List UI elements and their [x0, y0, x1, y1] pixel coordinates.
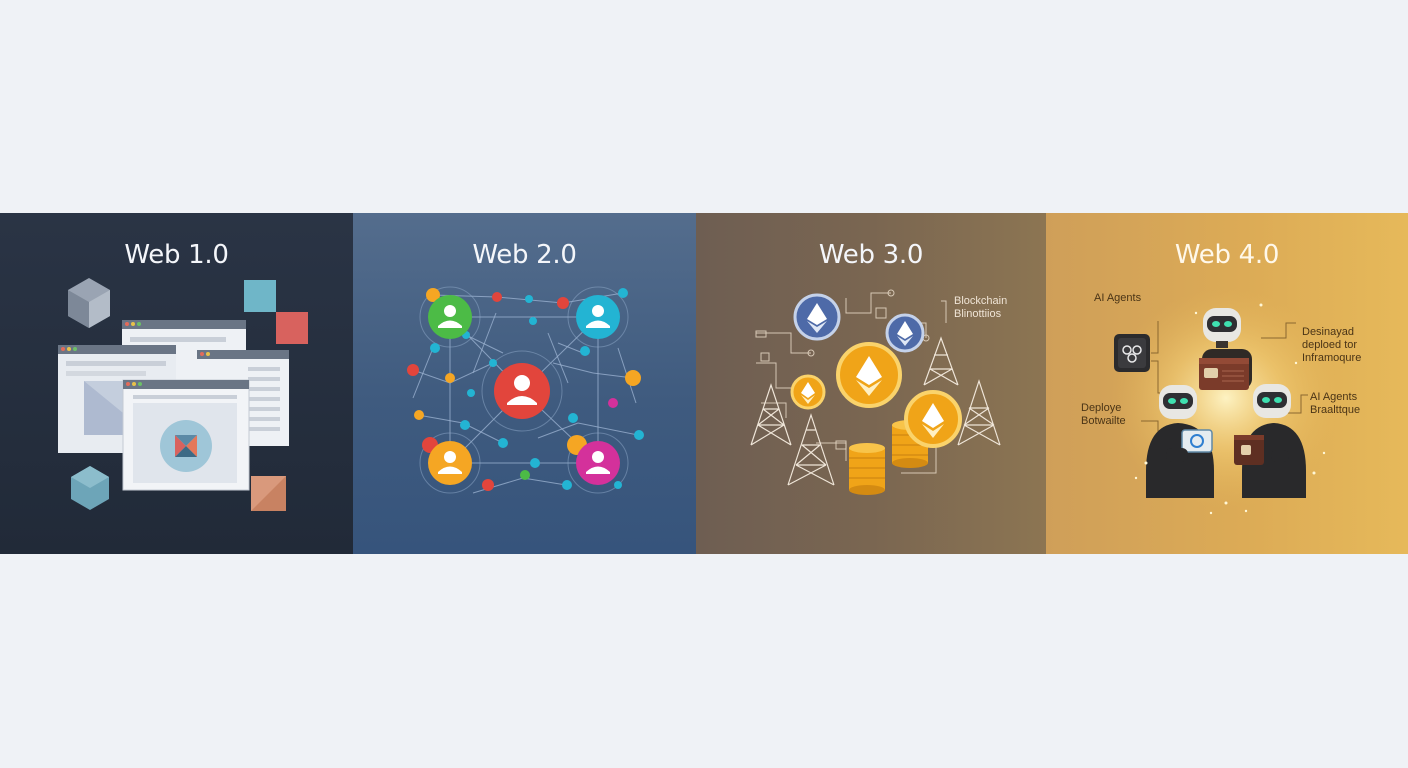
chip-icon	[1114, 334, 1150, 372]
hexagon-shape-bottom	[71, 466, 109, 510]
tower-icons	[750, 336, 1001, 486]
web-4-illustration	[1111, 288, 1341, 515]
eth-coin-blue-small	[885, 313, 925, 353]
briefcase-icon	[1199, 358, 1249, 390]
eth-coin-gold-small	[790, 374, 826, 410]
eth-coin-gold-large	[836, 342, 902, 408]
square-orange	[251, 476, 286, 511]
panel-title-web-4: Web 4.0	[1174, 240, 1280, 270]
panel-title-web-3: Web 3.0	[818, 240, 924, 270]
browser-window-front	[122, 379, 250, 491]
web-3-illustration	[750, 289, 1001, 495]
web-evolution-band: Web 1.0	[0, 213, 1408, 554]
user-icon-orange	[428, 441, 472, 485]
ai-agents-bottom-label: AI Agents Braalttque	[1310, 391, 1361, 416]
square-red	[276, 312, 308, 344]
user-icon-green	[428, 295, 472, 339]
infrastructure-label: Desinayad deploed tor Inframoqure	[1302, 326, 1362, 364]
panel-title-web-1: Web 1.0	[124, 240, 229, 270]
eth-coin-blue-large	[793, 293, 841, 341]
sparkles	[1134, 303, 1326, 515]
coin-stack-left	[849, 443, 885, 495]
user-icon-red	[494, 363, 550, 419]
panel-web-1: Web 1.0	[0, 213, 353, 554]
hexagon-shape-top	[68, 278, 110, 328]
web-2-illustration	[407, 286, 644, 494]
eth-coin-gold-right	[904, 390, 962, 448]
panel-web-2: Web 2.0	[353, 213, 696, 554]
web-1-illustration	[58, 278, 308, 511]
blockchain-label: Blockchain Blinottiios	[954, 295, 1008, 320]
robot-left	[1146, 385, 1214, 498]
square-teal	[244, 280, 276, 312]
user-icon-cyan	[576, 295, 620, 339]
panel-web-4: Web 4.0	[1046, 213, 1408, 554]
deploy-label: Deploye Botwailte	[1081, 402, 1126, 427]
user-icon-magenta	[576, 441, 620, 485]
panel-title-web-2: Web 2.0	[472, 240, 577, 270]
robot-right	[1234, 384, 1306, 498]
ai-agents-label: AI Agents	[1094, 292, 1142, 304]
panel-web-3: Web 3.0 Blockchain Blinottiios	[696, 213, 1046, 554]
